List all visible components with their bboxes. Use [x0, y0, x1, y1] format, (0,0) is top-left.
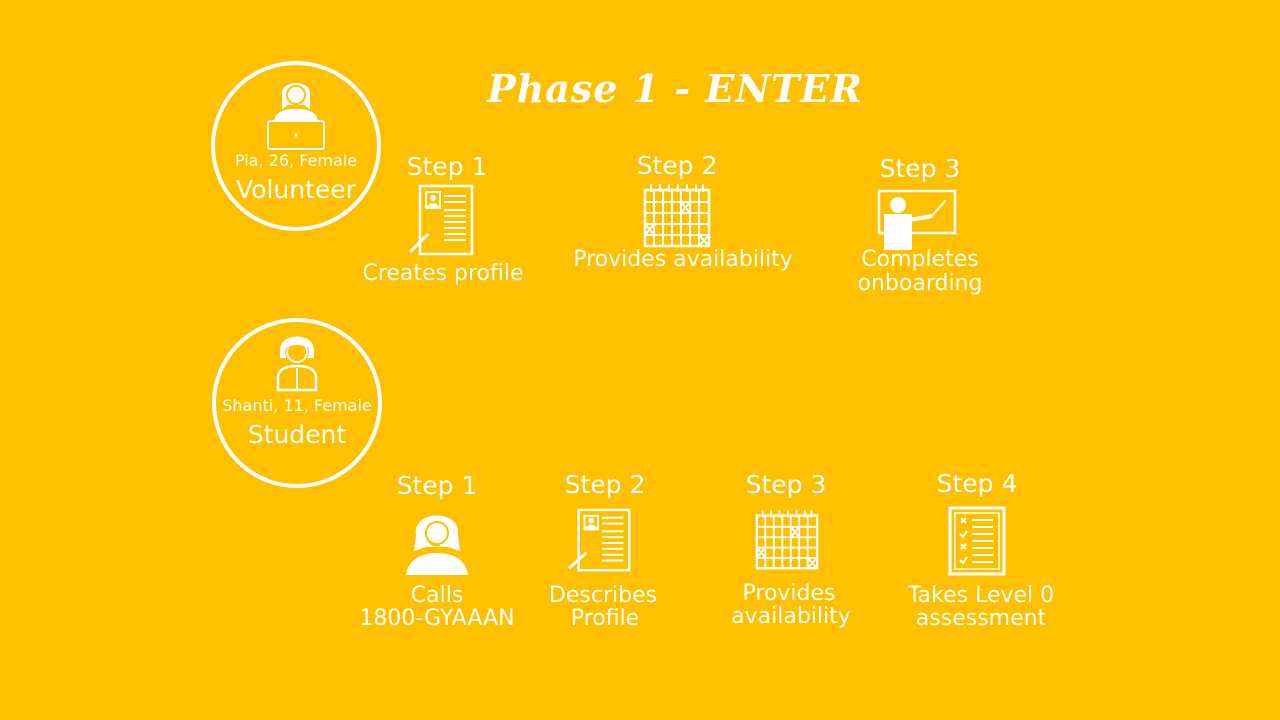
student-step-4-desc-line2: assessment — [915, 606, 1047, 631]
headset-operator-icon — [406, 515, 468, 575]
student-role: Student — [247, 420, 347, 449]
checklist-icon — [948, 506, 1006, 576]
girl-icon — [276, 336, 318, 392]
student-step-2-desc-line2: Profile — [570, 606, 640, 631]
student-step-3-desc-line1: Provides — [742, 581, 836, 606]
student-info: Shanti, 11, Female — [222, 396, 372, 415]
profile-document-icon — [567, 508, 631, 572]
volunteer-step-2-desc: Provides availability — [573, 247, 793, 272]
profile-document-icon — [408, 184, 474, 256]
volunteer-persona: Pia, 26, Female Volunteer — [211, 61, 381, 231]
student-step-1-label: Step 1 — [396, 471, 478, 500]
volunteer-step-2-label: Step 2 — [636, 151, 718, 180]
teacher-board-icon — [877, 189, 957, 250]
phase-title: Phase 1 - ENTER — [487, 66, 863, 111]
volunteer-step-1-desc: Creates profile — [362, 261, 524, 286]
student-step-3-desc-line2: availability — [731, 604, 851, 629]
calendar-icon — [643, 184, 711, 248]
volunteer-info: Pia, 26, Female — [234, 151, 358, 170]
student-step-2-label: Step 2 — [564, 470, 646, 499]
student-step-4-desc-line1: Takes Level 0 — [907, 583, 1055, 608]
volunteer-step-3-label: Step 3 — [879, 154, 961, 183]
woman-laptop-icon — [267, 83, 325, 150]
student-step-2-desc-line1: Describes — [548, 583, 658, 608]
calendar-icon — [755, 509, 819, 570]
student-step-1-desc-line2: 1800-GYAAAN — [359, 606, 515, 631]
student-step-4-label: Step 4 — [936, 469, 1018, 498]
student-step-1-desc-line1: Calls — [410, 583, 464, 608]
student-persona: Shanti, 11, Female Student — [212, 318, 382, 488]
student-step-3-label: Step 3 — [745, 470, 827, 499]
volunteer-role: Volunteer — [236, 175, 356, 204]
volunteer-step-3-desc: Completes onboarding — [857, 247, 983, 296]
volunteer-step-1-label: Step 1 — [406, 152, 488, 181]
